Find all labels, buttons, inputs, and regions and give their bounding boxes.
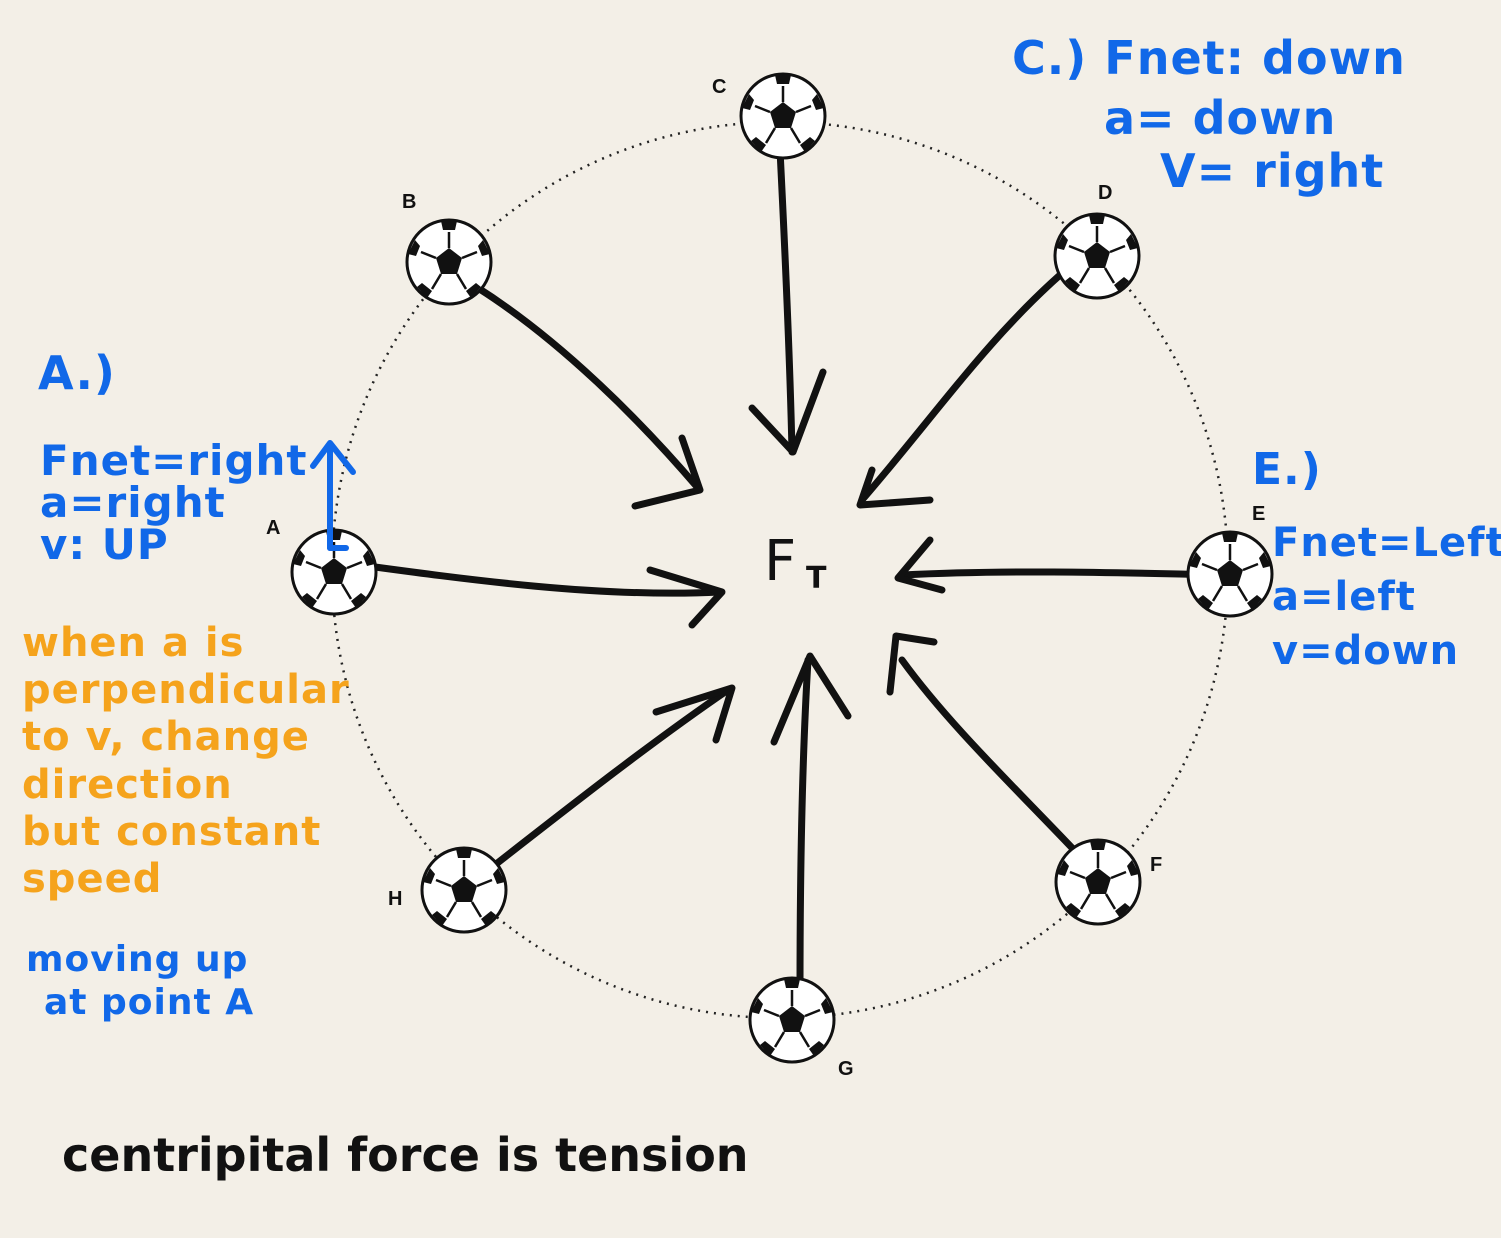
- note-c-line-2: a= down: [1104, 91, 1337, 145]
- ball-label-c: C: [712, 76, 726, 98]
- note-c-fnet: Fnet: down: [1104, 31, 1406, 85]
- tension-arrows: [334, 146, 1224, 994]
- note-e-line-3: v=down: [1272, 628, 1460, 674]
- note-bottom: centripital force is tension: [62, 1132, 749, 1178]
- ball-label-f: F: [1150, 854, 1162, 876]
- ball-label-g: G: [838, 1058, 854, 1080]
- note-orange-line-1: when a is: [22, 620, 245, 666]
- arrow-a-head: [646, 566, 726, 629]
- arrow-d-head: [856, 466, 934, 509]
- arrow-e-head: [894, 536, 946, 594]
- note-moving-line-2: at point A: [44, 982, 255, 1024]
- arrow-f-head: [886, 632, 938, 696]
- note-c-line-3: V= right: [1160, 143, 1385, 198]
- ball-label-d: D: [1098, 182, 1112, 204]
- note-bottom-text: centripital force is tension: [62, 1128, 749, 1182]
- ball-label-a: A: [266, 517, 280, 539]
- tension-force-subscript: T: [806, 561, 827, 596]
- arrow-e: [898, 568, 1224, 579]
- velocity-arrow-a: [310, 440, 356, 551]
- tension-force-label: F: [764, 529, 796, 594]
- note-moving: moving up at point A: [26, 938, 254, 1024]
- soccer-ball-icon: [739, 72, 827, 160]
- note-orange-line-2: perpendicular: [22, 667, 350, 714]
- arrow-a: [334, 558, 724, 597]
- soccer-ball-icon: [405, 218, 493, 306]
- note-moving-line-1: moving up: [26, 939, 249, 980]
- arrow-g-head: [770, 652, 852, 746]
- soccer-ball-icon: [748, 976, 836, 1064]
- arrow-g: [796, 656, 812, 994]
- arrow-c-head: [748, 368, 827, 456]
- note-e-line-1: Fnet=Left: [1272, 520, 1501, 566]
- arrow-h-head: [652, 684, 736, 744]
- note-a-line-3: v: UP: [40, 520, 169, 569]
- note-a-body: Fnet=right a=right v: UP: [40, 440, 308, 566]
- soccer-ball-icon: [1054, 838, 1142, 926]
- note-a: A.): [38, 350, 116, 396]
- note-orange-line-3: to v, change: [22, 714, 310, 761]
- note-e-heading: E.): [1252, 444, 1322, 495]
- soccer-ball-icon: [420, 846, 508, 934]
- note-e: E.): [1252, 448, 1322, 492]
- ball-label-e: E: [1252, 503, 1265, 525]
- note-e-line-2: a=left: [1272, 574, 1416, 620]
- note-c-line-1: C.) Fnet: down: [1012, 34, 1406, 82]
- soccer-ball-icon: [1053, 212, 1141, 300]
- note-c: C.) Fnet: down: [1012, 34, 1406, 82]
- note-orange-line-5: but constant: [22, 808, 322, 855]
- ball-label-b: B: [402, 191, 416, 213]
- note-orange-line-6: speed: [22, 855, 163, 902]
- arrow-c: [776, 146, 796, 456]
- note-a-line-2: a=right: [40, 478, 226, 527]
- note-a-heading: A.): [38, 346, 116, 400]
- note-c-body: a= down V= right: [1104, 92, 1384, 198]
- arrow-b-head: [631, 434, 704, 510]
- arrow-b: [474, 284, 702, 492]
- note-orange: when a is perpendicular to v, change dir…: [22, 620, 350, 903]
- note-e-body: Fnet=Left a=left v=down: [1272, 516, 1501, 678]
- note-c-heading: C.): [1012, 31, 1088, 85]
- ball-label-h: H: [388, 888, 402, 910]
- note-orange-line-4: direction: [22, 761, 233, 808]
- arrow-d: [858, 246, 1094, 504]
- soccer-ball-icon: [1186, 530, 1274, 618]
- note-a-line-1: Fnet=right: [40, 436, 308, 485]
- ball-label-group: A B C D E F G H: [266, 76, 1265, 1080]
